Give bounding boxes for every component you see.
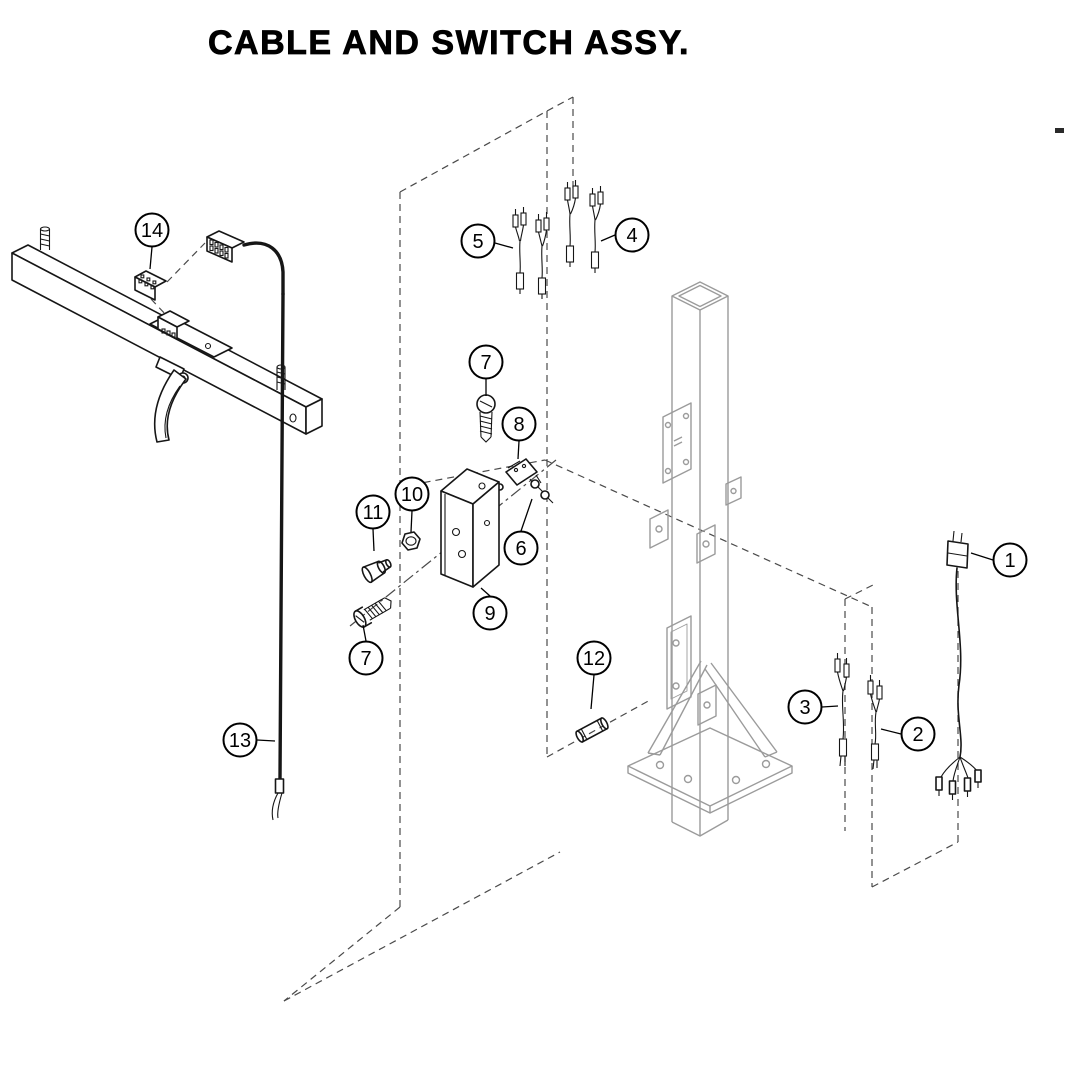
- callout-number: 4: [626, 225, 637, 247]
- callout-number: 11: [363, 502, 384, 524]
- callout-number: 5: [472, 231, 483, 253]
- callout-1: 1: [992, 542, 1028, 578]
- corner-mark: [1055, 128, 1064, 133]
- callout-12: 12: [576, 640, 612, 676]
- construction-lines: [150, 96, 959, 1002]
- callout-circle: [614, 217, 650, 253]
- callout-number: 7: [480, 352, 491, 374]
- callout-circle: [394, 476, 430, 512]
- callout-number: 2: [912, 724, 923, 746]
- part-5-cables: [512, 207, 550, 299]
- leader-lines: [149, 234, 994, 742]
- part-11-bushing: [361, 558, 392, 584]
- part-10-nut: [401, 531, 421, 551]
- callout-number: 7: [360, 648, 371, 670]
- callout-7-top: 7: [468, 344, 504, 380]
- callout-5: 5: [460, 223, 496, 259]
- callout-circle: [787, 689, 823, 725]
- callout-circle: [900, 716, 936, 752]
- callout-14: 14: [134, 212, 170, 248]
- callout-4: 4: [614, 217, 650, 253]
- callout-3: 3: [787, 689, 823, 725]
- part-12-standoff: [575, 717, 609, 743]
- part-7-screw-top: [476, 394, 496, 443]
- callout-number: 13: [229, 730, 251, 752]
- callout-number: 9: [484, 603, 495, 625]
- callout-number: 10: [401, 484, 423, 506]
- callout-circle: [348, 640, 384, 676]
- callout-number: 1: [1004, 550, 1015, 572]
- beam-assembly: [11, 226, 323, 443]
- part-3-cable: [834, 653, 850, 767]
- post-assembly: [627, 281, 793, 837]
- callout-number: 12: [583, 648, 605, 670]
- callout-circle: [992, 542, 1028, 578]
- callout-7-bottom: 7: [348, 640, 384, 676]
- callout-number: 8: [513, 414, 524, 436]
- part-14-connector: [134, 270, 167, 301]
- callout-6: 6: [503, 530, 539, 566]
- part-6-screws: [496, 479, 554, 504]
- part-1-cable: [935, 530, 982, 800]
- part-2-cable: [867, 675, 883, 770]
- callout-number: 14: [141, 220, 163, 242]
- callout-9: 9: [472, 595, 508, 631]
- callout-10: 10: [394, 476, 430, 512]
- callout-circle: [501, 406, 537, 442]
- callout-circle: [134, 212, 170, 248]
- callout-13: 13: [222, 722, 258, 758]
- callout-circle: [460, 223, 496, 259]
- part-9-bracket: [440, 468, 500, 588]
- callout-circle: [355, 494, 391, 530]
- callout-number: 6: [515, 538, 526, 560]
- part-13-cable: [206, 230, 285, 821]
- callout-11: 11: [355, 494, 391, 530]
- part-7-screw-bottom: [353, 597, 392, 628]
- part-4-cables: [564, 180, 604, 273]
- callout-circle: [468, 344, 504, 380]
- diagram-title: CABLE AND SWITCH ASSY.: [208, 24, 690, 63]
- callout-number: 3: [799, 697, 810, 719]
- callout-circle: [503, 530, 539, 566]
- callout-8: 8: [501, 406, 537, 442]
- callout-2: 2: [900, 716, 936, 752]
- callout-circle: [472, 595, 508, 631]
- callout-circle: [576, 640, 612, 676]
- callout-circle: [222, 722, 258, 758]
